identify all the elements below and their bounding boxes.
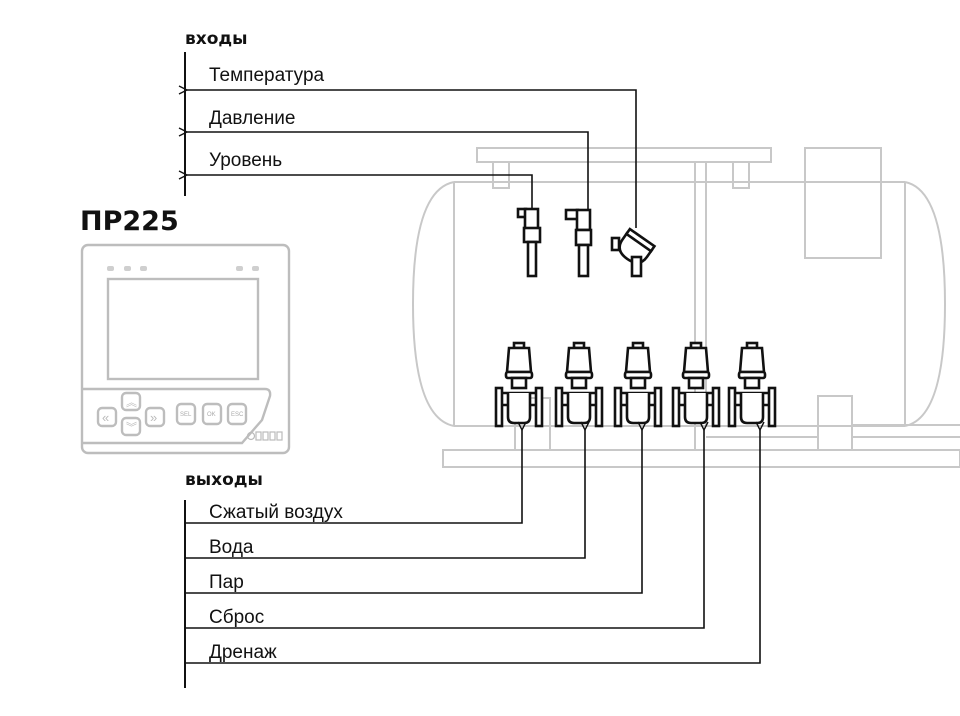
device-title: ПР225 — [80, 206, 179, 237]
pressure-sensor-icon — [564, 208, 593, 278]
tank-box — [804, 147, 882, 259]
tank-left-cap — [411, 181, 455, 427]
output-label-steam: Пар — [209, 572, 244, 593]
chevron-up-icon: ︽ — [126, 397, 137, 409]
keypad-panel — [82, 387, 272, 445]
base-frame — [442, 449, 960, 468]
owen-logo — [246, 431, 283, 441]
valve-water-icon — [554, 341, 604, 428]
input-label-pressure: Давление — [209, 108, 295, 129]
svg-text:SEL: SEL — [180, 412, 192, 418]
valve-vent-icon — [671, 341, 721, 428]
temperature-sensor-icon — [610, 227, 657, 278]
status-leds — [107, 266, 259, 271]
key-left[interactable]: « — [96, 406, 118, 428]
support-right — [817, 395, 853, 451]
chevron-down-icon: ︾ — [126, 421, 137, 434]
valve-steam-icon — [613, 341, 663, 428]
wire-vent — [185, 430, 704, 629]
chevron-left-icon: « — [102, 410, 109, 425]
input-label-level: Уровень — [209, 150, 282, 171]
device-frame — [80, 243, 291, 455]
wire-steam — [185, 430, 642, 594]
valve-drain-icon — [727, 341, 777, 428]
svg-text:OK: OK — [207, 412, 216, 418]
key-sel[interactable]: SEL — [175, 402, 197, 426]
wire-level — [187, 175, 533, 209]
wire-drain — [185, 430, 760, 664]
wire-pressure — [187, 132, 589, 210]
device-screen — [106, 277, 260, 381]
level-sensor-icon — [516, 207, 542, 278]
key-up[interactable]: ︽ — [120, 391, 142, 412]
output-label-compressed-air: Сжатый воздух — [209, 502, 343, 523]
output-label-vent: Сброс — [209, 607, 264, 628]
wire-compressed-air — [185, 430, 522, 524]
wire-water — [185, 430, 585, 559]
output-label-drain: Дренаж — [209, 642, 277, 663]
inputs-heading: входы — [185, 29, 248, 49]
wire-temperature — [187, 90, 637, 228]
chevron-right-icon: » — [150, 410, 157, 425]
key-down[interactable]: ︾ — [120, 416, 142, 437]
device-pr225: « ︽ ︾ » SEL OK ESC — [80, 243, 291, 455]
valve-compressed-air-icon — [494, 341, 544, 428]
svg-text:ESC: ESC — [231, 412, 244, 418]
output-label-water: Вода — [209, 537, 254, 558]
outlet-pipe — [706, 424, 960, 438]
key-ok[interactable]: OK — [201, 402, 223, 426]
key-esc[interactable]: ESC — [226, 402, 248, 426]
outputs-heading: выходы — [185, 470, 263, 490]
key-right[interactable]: » — [144, 406, 166, 428]
top-pipe — [476, 147, 772, 163]
tank-right-cap — [904, 181, 947, 427]
pipe-support-right — [732, 161, 750, 189]
input-label-temperature: Температура — [209, 65, 325, 86]
